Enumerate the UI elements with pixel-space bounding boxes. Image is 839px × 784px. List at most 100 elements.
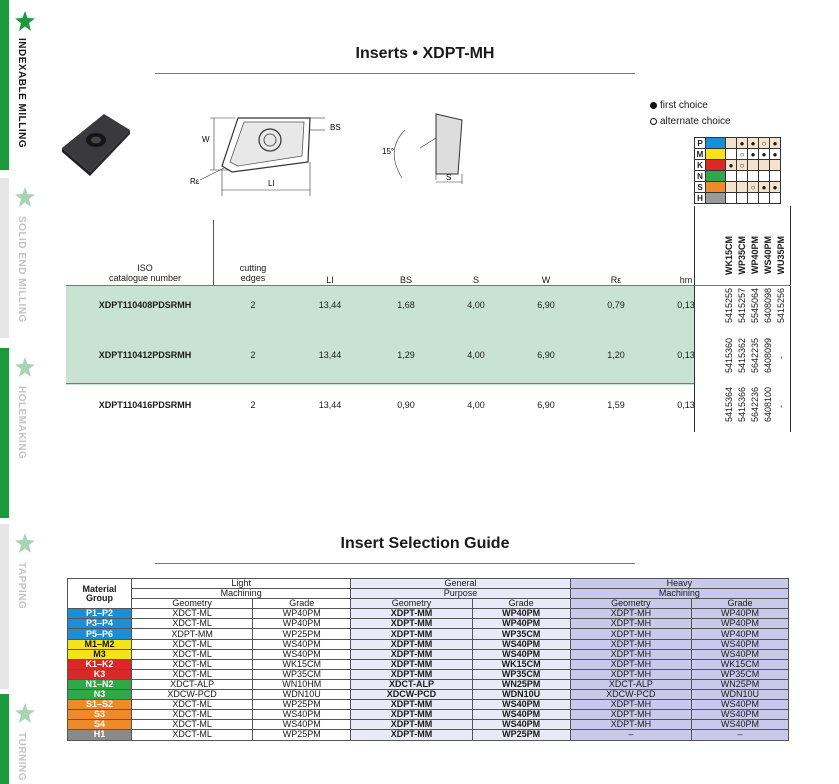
row-band: [66, 335, 694, 385]
sidebar-tab-indexable-milling[interactable]: INDEXABLE MILLING: [0, 0, 42, 170]
light-geometry: XDCT-ML: [130, 699, 254, 711]
grade-header: WP35CM: [737, 236, 747, 275]
sidebar-tab-solid-end-milling[interactable]: SOLID END MILLING: [0, 178, 42, 338]
light-geometry: XDCT-ML: [130, 709, 254, 721]
light-grade: WS40PM: [252, 648, 352, 660]
grade-header: WP40PM: [750, 236, 760, 275]
title-rule: [155, 73, 635, 74]
light-grade: WS40PM: [252, 719, 352, 731]
choice-mark: ○: [747, 181, 759, 193]
general-grade: WP35CM: [471, 668, 571, 680]
guide-head-geometry: Geometry: [569, 598, 692, 610]
insert-cell-hm: 0,13: [677, 300, 695, 310]
material-label: H: [694, 192, 706, 204]
sidebar-tab-turning[interactable]: TURNING: [0, 694, 42, 784]
heavy-grade: WP40PM: [690, 618, 790, 630]
insert-cell-edges: 2: [250, 350, 256, 360]
general-geometry: XDPT-MM: [350, 709, 473, 721]
insert-cell-bs: 1,29: [397, 350, 415, 360]
material-label: S: [694, 181, 706, 193]
sidebar-tab-tapping[interactable]: TAPPING: [0, 524, 42, 689]
heavy-geometry: XDPT-MH: [569, 709, 692, 721]
material-group: K1–K2: [67, 658, 132, 670]
light-grade: WS40PM: [252, 638, 352, 650]
material-group: S1–S2: [67, 699, 132, 711]
guide-head-geometry: Geometry: [130, 598, 254, 610]
heavy-grade: WDN10U: [690, 689, 790, 701]
insert-cell-re: 1,20: [607, 350, 625, 360]
sidebar-tab-holemaking[interactable]: HOLEMAKING: [0, 348, 42, 518]
heavy-grade: WP35CM: [690, 668, 790, 680]
material-group: P3–P4: [67, 618, 132, 630]
order-code: 5545064: [750, 288, 760, 324]
light-geometry: XDCT-ML: [130, 729, 254, 741]
material-label: K: [694, 159, 706, 171]
header-s: S: [472, 275, 479, 285]
order-code: 5415366: [737, 387, 747, 423]
general-geometry: XDPT-MM: [350, 638, 473, 650]
choice-mark: ●: [769, 148, 781, 160]
insert-cell-re: 1,59: [607, 400, 625, 410]
heavy-grade: WN25PM: [690, 678, 790, 691]
light-grade: WP35CM: [252, 668, 352, 680]
material-group: N3: [67, 689, 132, 701]
choice-mark: [736, 181, 748, 193]
material-swatch: [705, 181, 726, 193]
heavy-geometry: XDCT-ALP: [569, 678, 692, 691]
choice-mark: [769, 170, 781, 182]
insert-cell-s: 4,00: [467, 300, 485, 310]
choice-mark: ●: [769, 181, 781, 193]
light-geometry: XDCT-ML: [130, 719, 254, 731]
choice-mark: ○: [758, 137, 770, 149]
light-grade: WK15CM: [252, 658, 352, 670]
star-logo-icon: [15, 11, 35, 31]
choice-mark: [736, 170, 748, 182]
material-row: M○●●●: [694, 148, 781, 160]
legend-first: first choice: [660, 99, 708, 111]
general-geometry: XDPT-MM: [350, 628, 473, 640]
choice-mark: [769, 159, 781, 171]
light-geometry: XDPT-MM: [130, 628, 254, 640]
insert-cell-w: 6,90: [537, 400, 555, 410]
filled-dot-icon: [650, 101, 657, 109]
star-logo-icon: [15, 187, 35, 207]
light-grade: WP40PM: [252, 618, 352, 630]
light-geometry: XDCT-ML: [130, 648, 254, 660]
order-code: 5415255: [724, 288, 734, 324]
general-grade: WP40PM: [471, 608, 571, 620]
general-geometry: XDPT-MM: [350, 608, 473, 620]
insert-cell-w: 6,90: [537, 350, 555, 360]
insert-cell-hm: 0,13: [677, 400, 695, 410]
heavy-grade: WS40PM: [690, 719, 790, 731]
choice-mark: [725, 181, 737, 193]
general-grade: WS40PM: [471, 638, 571, 650]
heavy-grade: WK15CM: [690, 658, 790, 670]
choice-mark: [747, 159, 759, 171]
material-label: P: [694, 137, 706, 149]
guide-head-heavy-sub: Machining: [569, 588, 790, 600]
heavy-grade: WS40PM: [690, 638, 790, 650]
material-group: K3: [67, 668, 132, 680]
general-grade: WP40PM: [471, 618, 571, 630]
guide-head-geometry: Geometry: [350, 598, 473, 610]
sidebar-tab-label: INDEXABLE MILLING: [16, 38, 27, 149]
star-logo-icon: [15, 357, 35, 377]
heavy-grade: WS40PM: [690, 709, 790, 721]
insert-dimension-drawing: W BS Rε LI 15° S: [190, 113, 463, 196]
general-geometry: XDPT-MM: [350, 719, 473, 731]
guide-head-grade: Grade: [471, 598, 571, 610]
order-code: 6408100: [763, 387, 773, 423]
choice-mark: ●: [736, 137, 748, 149]
general-grade: WP25PM: [471, 729, 571, 741]
general-grade: WS40PM: [471, 699, 571, 711]
header-bs: BS: [399, 275, 412, 285]
insert-cell-iso: XDPT110416PDSRMH: [98, 400, 192, 410]
heavy-grade: WP40PM: [690, 628, 790, 640]
